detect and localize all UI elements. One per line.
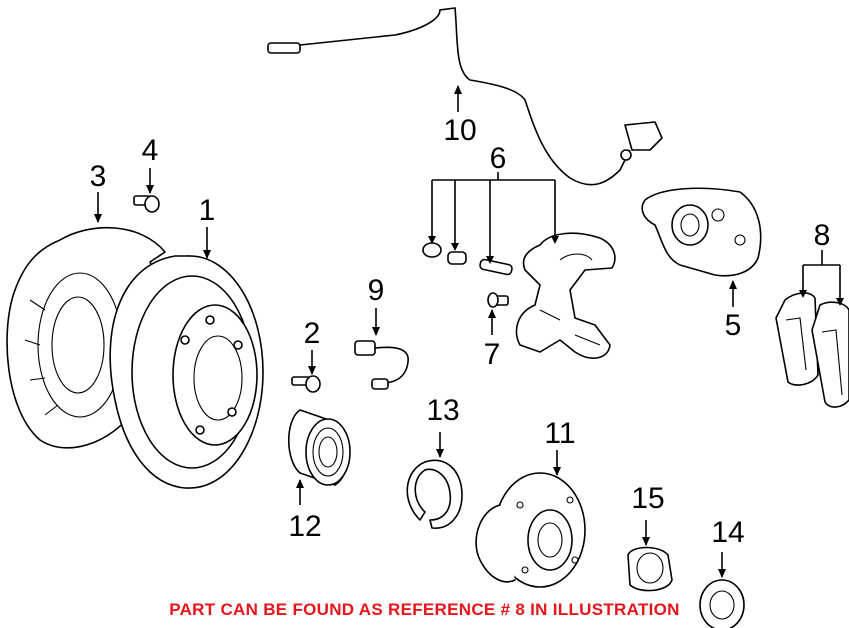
callout-15: 15 (631, 482, 664, 515)
brake-disc (109, 255, 264, 489)
callout-9: 9 (368, 274, 385, 307)
wheel-hub (475, 472, 586, 588)
reference-note: PART CAN BE FOUND AS REFERENCE # 8 IN IL… (169, 600, 680, 619)
wear-sensor (354, 340, 409, 390)
callout-1: 1 (199, 194, 216, 227)
axle-nut (627, 546, 673, 592)
callout-5: 5 (725, 309, 742, 342)
callout-13: 13 (426, 394, 459, 427)
brake-caliper (641, 187, 762, 277)
brake-pads (775, 292, 849, 408)
callout-6: 6 (490, 142, 507, 175)
callout-4: 4 (142, 134, 159, 167)
callout-8: 8 (814, 219, 831, 252)
carrier-bolt (487, 292, 509, 308)
callout-2: 2 (304, 317, 321, 350)
shield-bolt (133, 195, 160, 213)
callout-3: 3 (90, 160, 107, 193)
caliper-guide-pins (422, 242, 513, 276)
callout-leaders (94, 85, 844, 578)
callout-11: 11 (544, 417, 575, 450)
caliper-carrier (515, 232, 616, 359)
snap-ring (406, 459, 463, 529)
grease-cap (699, 579, 745, 628)
abs-sensor (267, 7, 663, 186)
callout-10: 10 (443, 114, 476, 147)
callout-7: 7 (484, 338, 501, 371)
wheel-bearing (288, 409, 351, 486)
hub-bolt (291, 375, 321, 393)
callout-14: 14 (711, 516, 744, 549)
callout-12: 12 (288, 510, 321, 543)
callout-labels: 1 2 3 4 5 6 7 8 9 10 11 12 13 14 15 (90, 114, 831, 549)
